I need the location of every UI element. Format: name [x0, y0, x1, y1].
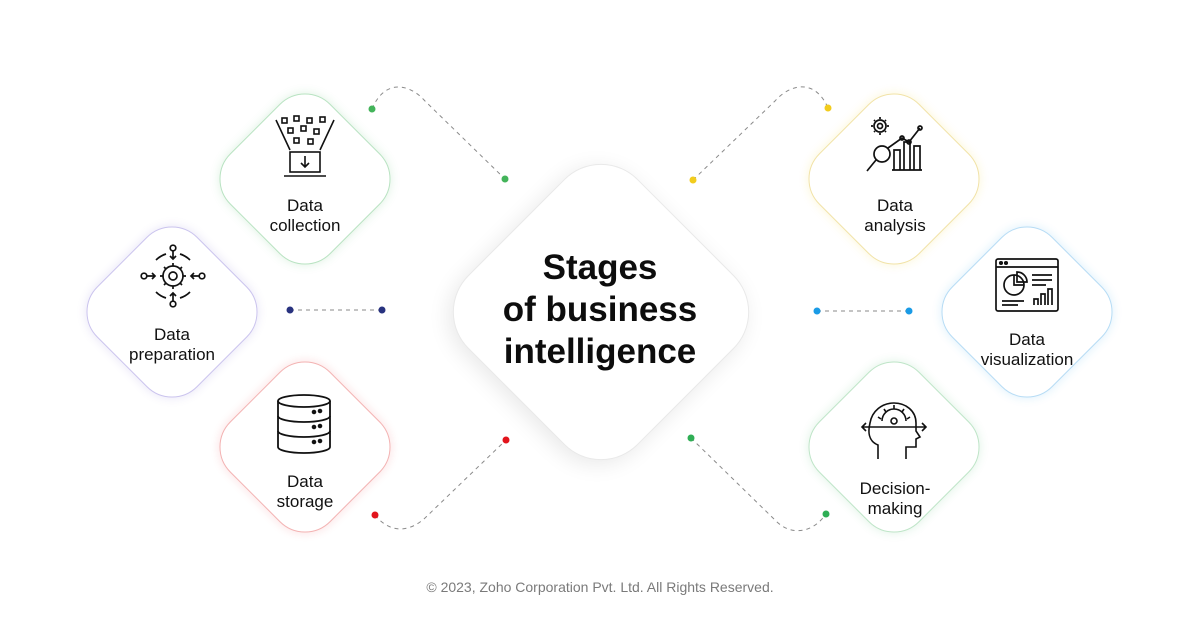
- label-visualization-line2: visualization: [980, 350, 1074, 369]
- label-analysis: Data analysis: [795, 196, 995, 236]
- dot-analysis-inner: [689, 176, 697, 184]
- connector-collection: [371, 86, 506, 180]
- dot-analysis-outer: [824, 104, 832, 112]
- gear-cycle-icon: [140, 244, 206, 308]
- connector-decision: [690, 437, 827, 532]
- dot-storage-inner: [502, 436, 510, 444]
- label-storage-line1: Data: [287, 472, 323, 491]
- dot-collection-outer: [368, 105, 376, 113]
- dot-preparation-outer: [286, 306, 294, 314]
- dot-visualization-inner: [813, 307, 821, 315]
- dot-collection-inner: [501, 175, 509, 183]
- label-decision-line1: Decision-: [859, 479, 931, 498]
- dashboard-icon: [995, 258, 1059, 312]
- dot-storage-outer: [371, 511, 379, 519]
- label-analysis-line1: Data: [877, 196, 913, 215]
- label-collection: Data collection: [205, 196, 405, 236]
- center-title: Stages of business intelligence: [450, 247, 750, 373]
- center-title-line2: of business: [502, 290, 698, 329]
- data-collection-icon: [275, 115, 335, 177]
- database-icon: [277, 394, 331, 454]
- dot-visualization-outer: [905, 307, 913, 315]
- analytics-icon: [866, 117, 923, 172]
- center-title-line3: intelligence: [503, 332, 697, 371]
- label-decision: Decision- making: [795, 479, 995, 519]
- label-preparation-line1: Data: [154, 325, 190, 344]
- label-storage-line2: storage: [276, 492, 334, 511]
- label-collection-line2: collection: [269, 216, 341, 235]
- label-storage: Data storage: [205, 472, 405, 512]
- dot-decision-outer: [822, 510, 830, 518]
- label-preparation-line2: preparation: [128, 345, 215, 364]
- copyright-footer: © 2023, Zoho Corporation Pvt. Ltd. All R…: [426, 579, 774, 595]
- label-collection-line1: Data: [287, 196, 323, 215]
- decision-head-icon: [860, 402, 928, 459]
- center-title-line1: Stages: [542, 248, 658, 287]
- label-decision-line2: making: [867, 499, 923, 518]
- connector-storage: [374, 439, 507, 530]
- dot-preparation-inner: [378, 306, 386, 314]
- label-visualization-line1: Data: [1009, 330, 1045, 349]
- label-analysis-line2: analysis: [864, 216, 926, 235]
- dot-decision-inner: [687, 434, 695, 442]
- connector-analysis: [692, 86, 829, 181]
- label-preparation: Data preparation: [72, 325, 272, 365]
- label-visualization: Data visualization: [927, 330, 1127, 370]
